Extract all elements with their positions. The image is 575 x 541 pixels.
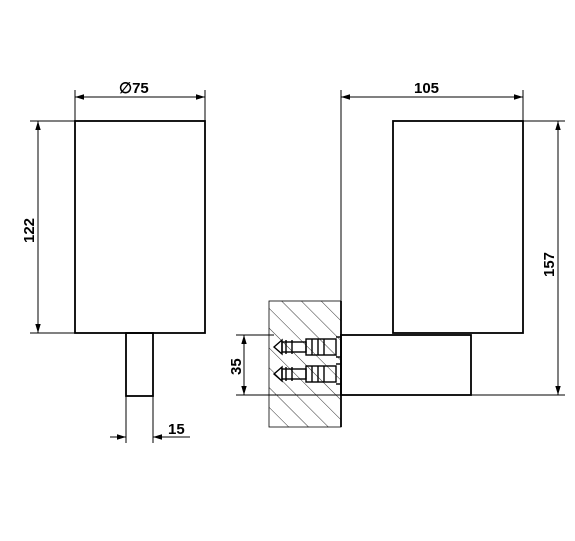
diameter-dimension: ∅75 xyxy=(74,80,206,121)
wall-section xyxy=(268,300,342,428)
screw-anchor-lower xyxy=(272,363,341,385)
height-front-dimension: 122 xyxy=(21,120,75,334)
front-view: ∅75 122 15 xyxy=(21,80,206,443)
depth-dimension: 105 xyxy=(340,80,524,301)
diameter-value: 75 xyxy=(132,80,149,97)
holder-arm xyxy=(340,334,472,396)
diameter-symbol: ∅ xyxy=(119,80,132,97)
stem-width-dimension: 15 xyxy=(110,396,190,443)
height-side-dimension: 157 xyxy=(471,120,565,396)
height-side-value: 157 xyxy=(541,252,558,277)
depth-value: 105 xyxy=(414,80,439,97)
side-glass-body xyxy=(392,120,524,334)
front-glass-body xyxy=(74,120,206,334)
svg-text:∅75: ∅75 xyxy=(119,80,149,97)
front-stem xyxy=(125,332,154,397)
mount-spacing-dimension: 35 xyxy=(228,334,341,396)
screw-anchor-upper xyxy=(272,336,341,358)
side-view: 105 157 35 xyxy=(228,80,565,428)
height-front-value: 122 xyxy=(21,218,38,243)
mount-spacing-value: 35 xyxy=(228,358,245,375)
stem-width-value: 15 xyxy=(168,421,185,438)
